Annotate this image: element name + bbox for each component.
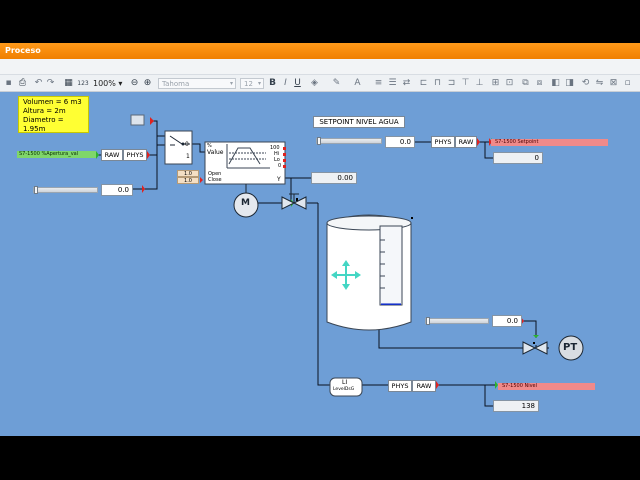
func-input-b[interactable]: 1.0 — [177, 177, 199, 184]
arrow-style-icon[interactable]: ⇄ — [402, 78, 411, 88]
grid-label[interactable]: 123 — [77, 80, 89, 87]
switch-label-0: 0 — [185, 141, 189, 148]
distribute-icon[interactable]: ⊞ — [491, 78, 500, 88]
undo-icon[interactable]: ↶ — [34, 78, 43, 88]
align-top-icon[interactable]: ⊤ — [461, 78, 470, 88]
tank-notes: Volumen = 6 m3 Altura = 2m Diametro = 1.… — [18, 96, 89, 133]
func-100-label: 100 — [270, 145, 280, 151]
setpoint-slider[interactable] — [316, 137, 382, 145]
note-diameter: Diametro = 1.95m — [23, 116, 64, 133]
rotate-icon[interactable]: ⟲ — [581, 78, 590, 88]
format-toolbar: ▪ ⎙ ↶ ↷ ▦ 123 100% ▾ ⊖ ⊕ Tahoma▾ 12▾ B I… — [0, 75, 640, 92]
zoom-select[interactable]: 100% ▾ — [93, 79, 123, 88]
setpoint-title: SETPOINT NIVEL AGUA — [313, 116, 405, 128]
pt-label: PT — [563, 342, 578, 353]
print-icon[interactable]: ⎙ — [18, 78, 27, 88]
same-size-icon[interactable]: ⊡ — [505, 78, 514, 88]
align-center-icon[interactable]: ⊓ — [433, 78, 442, 88]
setpoint-tag[interactable]: S7-1500 Setpoint — [491, 139, 608, 146]
font-name-select[interactable]: Tahoma▾ — [158, 78, 236, 89]
func-close-label: Close — [208, 177, 222, 183]
valve-slider-thumb[interactable] — [34, 186, 38, 194]
valve-slider-value[interactable]: 0.0 — [101, 184, 133, 196]
window-title: Proceso — [0, 43, 640, 59]
fill-color-icon[interactable]: ◈ — [311, 78, 318, 88]
apertura-tag[interactable]: S7-1500 %Apertura_val — [17, 151, 96, 158]
send-back-icon[interactable]: ◨ — [565, 78, 574, 88]
screen-bottom — [0, 436, 640, 480]
func-0-label: 0 — [278, 163, 282, 169]
align-right-icon[interactable]: ⊐ — [447, 78, 456, 88]
switch-block[interactable] — [164, 130, 193, 165]
setpoint-readout: 0 — [493, 152, 543, 164]
underline-button[interactable]: U — [294, 78, 301, 88]
valve-slider[interactable] — [33, 186, 98, 194]
func-hi-label: Hi — [274, 151, 280, 157]
valve-phys-label: PHYS — [123, 149, 147, 161]
level-indicator-block[interactable] — [329, 377, 363, 397]
font-size-value: 12 — [244, 80, 253, 88]
level-tag[interactable]: S7-1500 Nivel — [498, 383, 595, 390]
more-icon[interactable]: ▫ — [624, 78, 631, 88]
zoom-out-icon[interactable]: ⊖ — [130, 78, 139, 88]
lock-icon[interactable]: ⊠ — [609, 78, 618, 88]
font-size-select[interactable]: 12▾ — [240, 78, 264, 89]
valve-icon-outlet[interactable] — [522, 341, 548, 355]
motor-label: M — [241, 198, 250, 208]
bring-front-icon[interactable]: ◧ — [551, 78, 560, 88]
outlet-slider[interactable] — [425, 317, 489, 325]
func-open-label: Open — [208, 171, 222, 177]
level-raw-label: RAW — [412, 380, 436, 392]
switch-label-1: 1 — [186, 153, 190, 160]
tank-icon — [326, 214, 412, 331]
note-height: Altura = 2m — [23, 107, 66, 115]
zoom-in-icon[interactable]: ⊕ — [143, 78, 152, 88]
save-icon[interactable]: ▪ — [5, 78, 12, 88]
move-arrows-icon[interactable] — [331, 260, 361, 290]
valve-raw-label: RAW — [101, 149, 123, 161]
motor-icon[interactable] — [233, 184, 259, 218]
bold-button[interactable]: B — [269, 78, 276, 88]
process-canvas: Volumen = 6 m3 Altura = 2m Diametro = 1.… — [0, 92, 640, 436]
select-handle-icon[interactable] — [130, 114, 145, 126]
group-icon[interactable]: ⧉ — [522, 78, 529, 88]
func-input-a[interactable]: 1.0 — [177, 170, 199, 177]
setpoint-slider-thumb[interactable] — [317, 137, 321, 145]
line-width-icon[interactable]: ☰ — [388, 78, 397, 88]
li-title: LI — [342, 379, 348, 386]
valve-icon-feed[interactable] — [281, 193, 307, 210]
func-pct-label: % — [207, 143, 212, 149]
function-block[interactable] — [204, 141, 286, 185]
font-color-icon[interactable]: A — [354, 78, 361, 88]
line-style-icon[interactable]: ≡ — [374, 78, 383, 88]
align-middle-icon[interactable]: ⊥ — [475, 78, 484, 88]
redo-icon[interactable]: ↷ — [46, 78, 55, 88]
ungroup-icon[interactable]: ⧈ — [536, 78, 543, 88]
note-volume: Volumen = 6 m3 — [23, 98, 82, 106]
flip-icon[interactable]: ⇋ — [595, 78, 604, 88]
valve-output-value: 0.00 — [311, 172, 357, 184]
setpoint-phys-label: PHYS — [431, 136, 455, 148]
grid-icon[interactable]: ▦ — [64, 78, 73, 88]
pressure-transmitter-icon[interactable] — [558, 335, 584, 361]
level-readout: 138 — [493, 400, 539, 412]
setpoint-raw-label: RAW — [455, 136, 477, 148]
li-subtitle: LevelDsG — [333, 387, 355, 392]
level-phys-label: PHYS — [388, 380, 412, 392]
func-y-label: Y — [277, 176, 281, 183]
toolbar-strip — [0, 59, 640, 75]
func-value-label: Value — [207, 149, 224, 156]
func-lo-label: Lo — [274, 157, 280, 163]
line-color-icon[interactable]: ✎ — [332, 78, 341, 88]
outlet-slider-value[interactable]: 0.0 — [492, 315, 522, 327]
setpoint-slider-value[interactable]: 0.0 — [385, 136, 415, 148]
process-wiring — [82, 114, 584, 410]
zoom-value: 100% — [93, 79, 116, 88]
italic-button[interactable]: I — [284, 78, 287, 88]
align-left-icon[interactable]: ⊏ — [419, 78, 428, 88]
outlet-slider-thumb[interactable] — [426, 317, 430, 325]
font-name-value: Tahoma — [162, 80, 190, 88]
